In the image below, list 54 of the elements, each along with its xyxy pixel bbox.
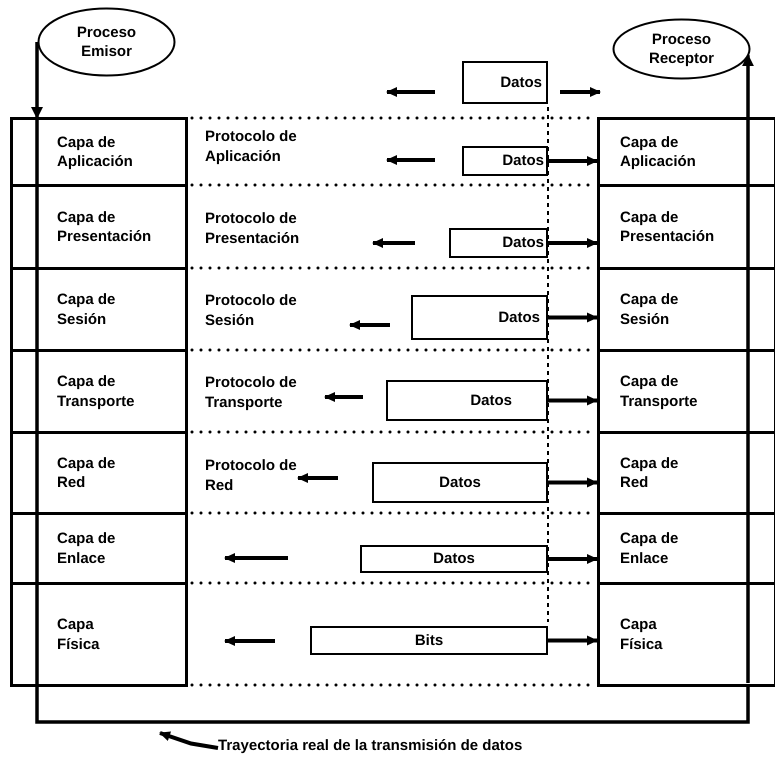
protocol-label: Protocolo de Red xyxy=(205,456,298,495)
layer-label: Capa de Enlace xyxy=(57,529,116,568)
protocol-label: Protocolo de Aplicación xyxy=(205,127,298,166)
layer-box xyxy=(597,267,775,352)
layer-box xyxy=(597,349,775,434)
data-box xyxy=(462,61,548,104)
layer-box xyxy=(597,582,775,687)
layer-box xyxy=(10,512,188,585)
process-label: Proceso Receptor xyxy=(648,30,716,68)
data-label: Datos xyxy=(439,472,481,492)
data-box xyxy=(449,228,548,258)
data-box xyxy=(310,626,548,655)
layer-box xyxy=(10,349,188,434)
data-box xyxy=(462,146,548,176)
data-box xyxy=(372,462,548,503)
data-label: Datos xyxy=(470,390,512,410)
data-box xyxy=(386,380,548,421)
process-ellipse xyxy=(612,18,751,80)
protocol-label: Protocolo de Presentación xyxy=(205,209,300,248)
layer-box xyxy=(10,117,188,187)
layer-box xyxy=(10,267,188,352)
layer-label: Capa de Transporte xyxy=(57,372,136,411)
layer-label: Capa de Sesión xyxy=(57,290,116,329)
layer-box xyxy=(10,431,188,515)
layer-box xyxy=(10,184,188,270)
data-box xyxy=(360,545,548,573)
layer-box xyxy=(597,184,775,270)
layer-box xyxy=(10,582,188,687)
data-label: Datos xyxy=(498,308,540,328)
data-label: Datos xyxy=(433,549,475,569)
data-label: Datos xyxy=(502,233,544,253)
layer-box xyxy=(597,431,775,515)
protocol-label: Protocolo de Transporte xyxy=(205,373,298,412)
layer-label: Capa de Aplicación xyxy=(57,132,134,172)
process-ellipse xyxy=(37,7,176,77)
layer-label: Capa de Presentación xyxy=(57,208,152,246)
data-box xyxy=(411,295,548,340)
layer-label: Capa de Presentación xyxy=(620,208,716,246)
data-label: Datos xyxy=(500,72,542,92)
layer-label: Capa de Red xyxy=(620,454,680,492)
caption-text: Trayectoria real de la transmisión de datos xyxy=(218,736,522,756)
layer-box xyxy=(597,512,775,585)
protocol-label: Protocolo de Sesión xyxy=(205,291,298,330)
layer-label: Capa de Sesión xyxy=(620,290,680,329)
layer-label: Capa Física xyxy=(620,615,664,654)
layer-box xyxy=(597,117,775,187)
layer-label: Capa de Aplicación xyxy=(620,132,697,172)
layer-label: Capa de Transporte xyxy=(620,372,699,411)
data-label: Datos xyxy=(502,151,544,171)
data-label: Bits xyxy=(414,630,444,650)
layer-label: Capa Física xyxy=(57,615,101,654)
process-label: Proceso Emisor xyxy=(76,22,138,62)
layer-label: Capa de Enlace xyxy=(620,529,680,568)
layer-label: Capa de Red xyxy=(57,454,116,492)
